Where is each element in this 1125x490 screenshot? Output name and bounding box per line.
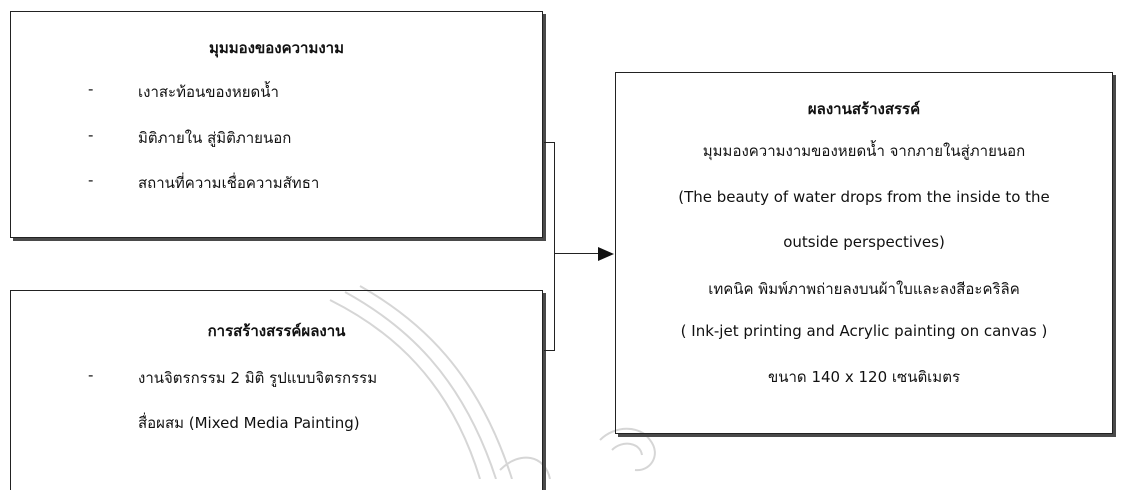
beauty-item-2: มิติภายใน สู่มิติภายนอก: [138, 129, 292, 147]
bullet-dash: -: [88, 80, 94, 98]
bullet-dash: -: [88, 171, 94, 189]
bullet-dash: -: [88, 366, 94, 384]
connector-bottom-horizontal: [544, 350, 555, 352]
artwork-line-6: ขนาด 140 x 120 เซนติเมตร: [768, 368, 960, 386]
beauty-perspective-title: มุมมองของความงาม: [209, 39, 344, 57]
artwork-result-title: ผลงานสร้างสรรค์: [807, 100, 921, 118]
artwork-result-box: ผลงานสร้างสรรค์ มุมมองความงามของหยดน้ำ จ…: [615, 72, 1113, 434]
connector-arrow-shaft: [554, 253, 600, 255]
creation-process-box: การสร้างสรรค์ผลงาน - งานจิตรกรรม 2 มิติ …: [10, 290, 543, 490]
beauty-item-3: สถานที่ความเชื่อความสัทธา: [138, 174, 320, 192]
connector-vertical: [554, 142, 556, 351]
artwork-line-1: มุมมองความงามของหยดน้ำ จากภายในสู่ภายนอก: [702, 142, 1026, 160]
beauty-perspective-box: มุมมองของความงาม - เงาสะท้อนของหยดน้ำ - …: [10, 11, 543, 238]
creation-process-title: การสร้างสรรค์ผลงาน: [207, 322, 346, 340]
artwork-line-5: ( Ink-jet printing and Acrylic painting …: [680, 322, 1048, 340]
artwork-line-2: (The beauty of water drops from the insi…: [678, 188, 1050, 206]
bullet-dash: -: [88, 126, 94, 144]
arrow-head-icon: [598, 247, 614, 261]
artwork-line-3: outside perspectives): [783, 233, 945, 251]
creation-item-line1: งานจิตรกรรม 2 มิติ รูปแบบจิตรกรรม: [138, 369, 378, 387]
artwork-line-4: เทคนิค พิมพ์ภาพถ่ายลงบนผ้าใบและลงสีอะคริ…: [708, 280, 1020, 298]
connector-top-horizontal: [544, 142, 555, 144]
creation-item-line2: สื่อผสม (Mixed Media Painting): [138, 414, 360, 432]
beauty-item-1: เงาสะท้อนของหยดน้ำ: [138, 83, 279, 101]
